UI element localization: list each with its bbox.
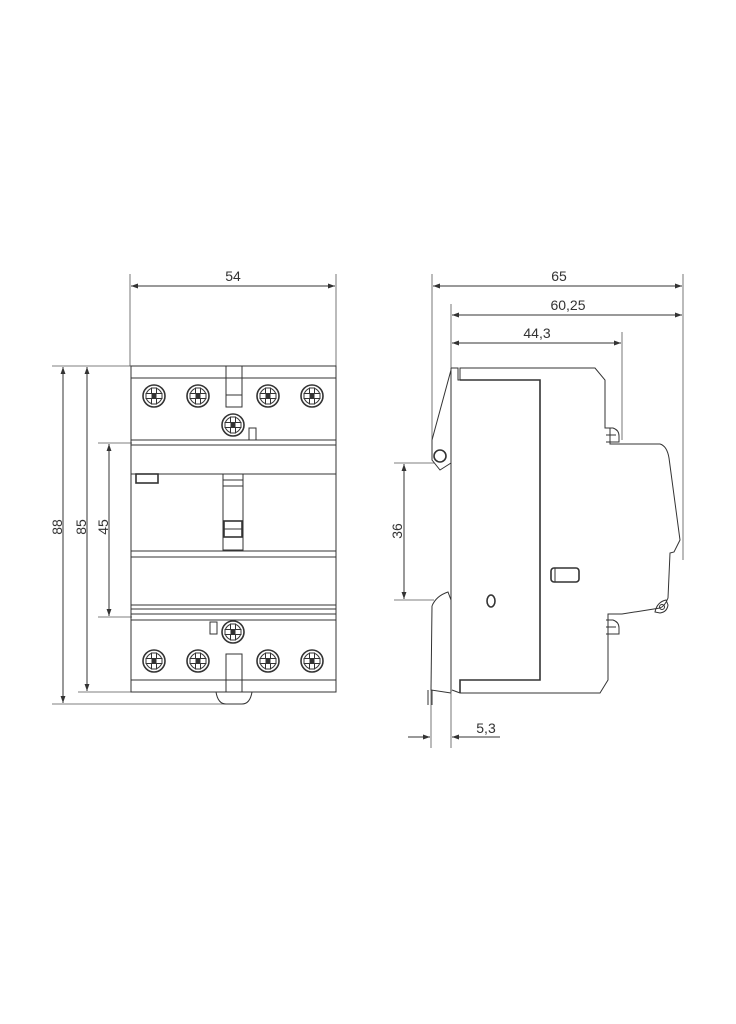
- terminal-screw-icon: [142, 649, 166, 673]
- dim-clip-5-3: 5,3: [408, 690, 500, 748]
- dim-label-44-3: 44,3: [523, 325, 550, 341]
- dim-label-88: 88: [49, 519, 65, 535]
- dim-height-45: 45: [95, 442, 132, 618]
- dim-label-85: 85: [73, 519, 89, 535]
- top-terminals: [142, 384, 324, 437]
- dim-height-85: 85: [73, 367, 132, 693]
- coil-terminal-screw-icon: [221, 620, 245, 644]
- dim-label-65: 65: [551, 268, 567, 284]
- terminal-screw-icon: [186, 384, 210, 408]
- dim-label-60-25: 60,25: [550, 297, 585, 313]
- coil-marker-top: [248, 427, 257, 441]
- top-latch: [225, 365, 243, 408]
- dim-label-width: 54: [225, 268, 241, 284]
- dim-label-45: 45: [95, 519, 111, 535]
- front-body: [130, 365, 337, 705]
- dim-width-54: 54: [129, 268, 337, 366]
- manual-actuator: [222, 473, 244, 551]
- bottom-terminals: [142, 620, 324, 673]
- terminal-screw-icon: [256, 649, 280, 673]
- terminal-screw-icon: [186, 649, 210, 673]
- dim-depth-60-25: 60,25: [450, 297, 682, 368]
- clip-hole-top: [433, 449, 447, 463]
- coil-marker-bottom: [209, 621, 218, 635]
- dim-label-5-3: 5,3: [476, 720, 496, 736]
- front-view: 54 88 85 45: [49, 268, 337, 705]
- dim-depth-44-3: 44,3: [452, 325, 623, 440]
- terminal-screw-icon: [300, 649, 324, 673]
- dim-label-36: 36: [389, 523, 405, 539]
- mounting-slot: [486, 594, 496, 608]
- side-view: 65 60,25 44,3 36 5,3: [389, 268, 684, 748]
- dim-depth-65: 65: [431, 268, 684, 560]
- terminal-screw-icon: [256, 384, 280, 408]
- indicator-window: [135, 473, 159, 484]
- dim-rail-36: 36: [389, 462, 434, 601]
- dim-height-88: 88: [49, 365, 232, 705]
- terminal-screw-icon: [300, 384, 324, 408]
- side-profile: [427, 367, 681, 705]
- bottom-latch: [215, 653, 253, 705]
- side-latch: [550, 567, 580, 583]
- coil-terminal-screw-icon: [221, 413, 245, 437]
- terminal-screw-icon: [142, 384, 166, 408]
